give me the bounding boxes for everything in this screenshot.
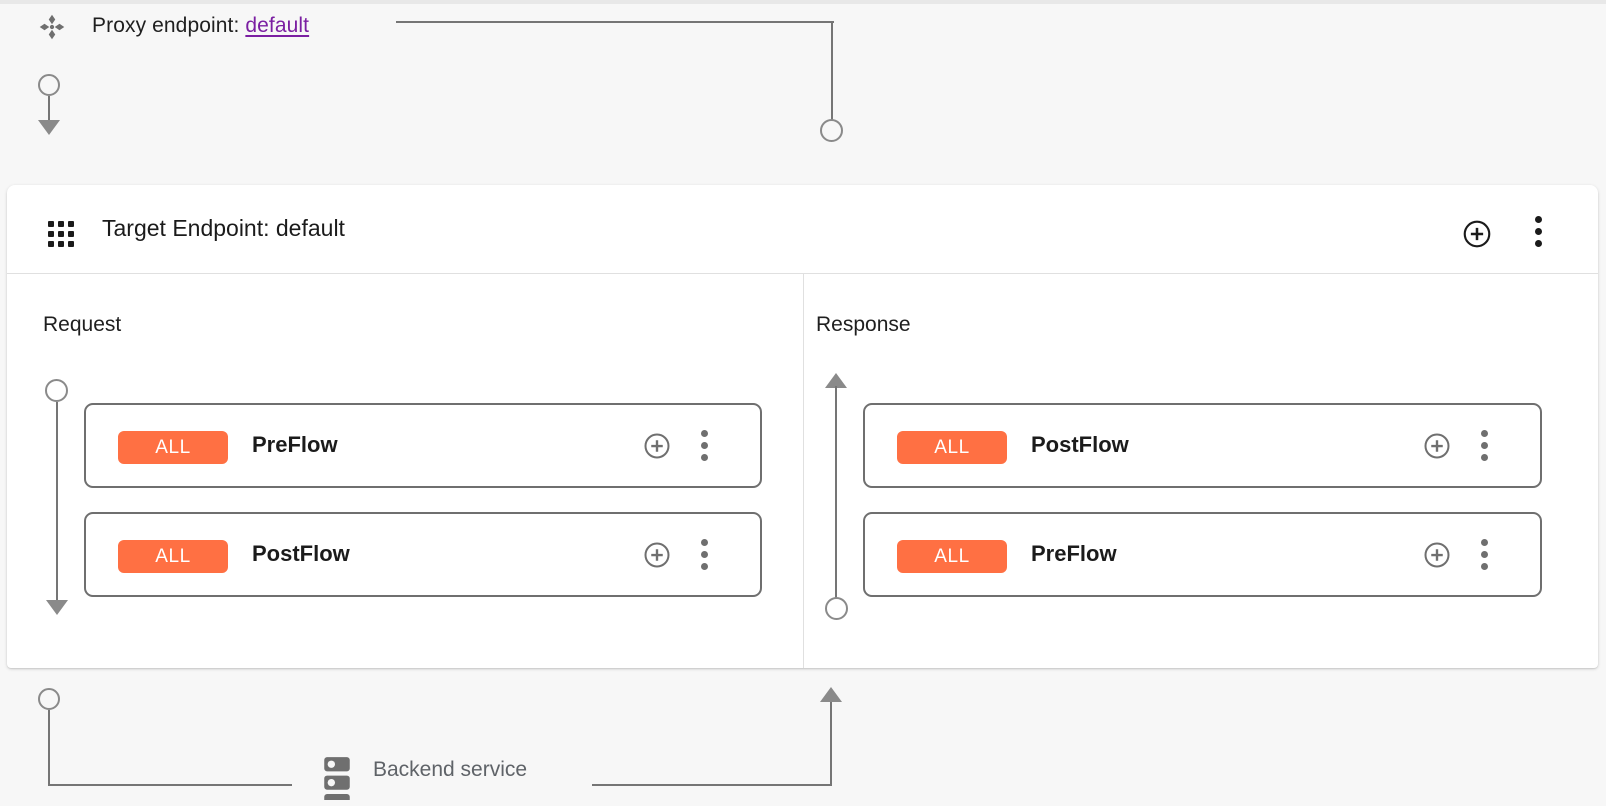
backend-response-horizontal-line	[592, 784, 832, 786]
response-column-title: Response	[816, 313, 911, 336]
columns-divider	[803, 274, 804, 668]
flow-badge: ALL	[118, 431, 228, 464]
backend-response-vertical-line	[830, 700, 832, 785]
plus-circle-icon[interactable]	[642, 431, 672, 461]
flow-badge: ALL	[897, 431, 1007, 464]
top-divider-strip	[0, 0, 1606, 4]
backend-request-vertical-line	[48, 710, 50, 786]
more-vert-icon[interactable]	[694, 539, 716, 573]
plus-circle-icon[interactable]	[1422, 431, 1452, 461]
flow-card-request-preflow[interactable]: ALL PreFlow	[84, 403, 762, 488]
page-title: Target Endpoint: default	[102, 215, 345, 241]
flow-card-response-preflow[interactable]: ALL PreFlow	[863, 512, 1542, 597]
flow-card-request-postflow[interactable]: ALL PostFlow	[84, 512, 762, 597]
request-column-title: Request	[43, 313, 122, 336]
flow-badge: ALL	[897, 540, 1007, 573]
flow-name: PostFlow	[1031, 432, 1129, 457]
proxy-to-target-horizontal-line	[396, 21, 834, 23]
more-vert-icon[interactable]	[694, 430, 716, 464]
api-proxy-diamond-icon	[37, 12, 67, 42]
response-rail-line	[835, 386, 837, 598]
plus-circle-icon[interactable]	[1461, 218, 1493, 250]
backend-request-horizontal-line	[48, 784, 292, 786]
plus-circle-icon[interactable]	[1422, 540, 1452, 570]
request-rail-arrow-down	[46, 600, 68, 615]
proxy-request-arrow-down	[38, 120, 60, 135]
target-endpoint-header: Target Endpoint: default	[7, 185, 1598, 274]
proxy-endpoint-label: Proxy endpoint: default	[92, 14, 309, 38]
more-vert-icon[interactable]	[1474, 430, 1496, 464]
proxy-request-connector-line	[48, 96, 50, 124]
server-stack-icon	[320, 754, 354, 806]
proxy-endpoint-label-text: Proxy endpoint:	[92, 14, 246, 37]
request-rail-line	[56, 402, 58, 604]
response-rail-arrow-up	[825, 373, 847, 388]
proxy-to-target-vertical-line	[831, 21, 833, 121]
proxy-request-out-node	[38, 74, 60, 96]
flow-name: PostFlow	[252, 541, 350, 566]
grid-apps-icon	[48, 221, 74, 247]
target-to-backend-out-node	[38, 688, 60, 710]
more-vert-icon[interactable]	[1474, 539, 1496, 573]
flow-name: PreFlow	[252, 432, 338, 457]
proxy-endpoint-link[interactable]: default	[245, 14, 310, 37]
flow-name: PreFlow	[1031, 541, 1117, 566]
response-rail-end-node	[825, 597, 848, 620]
request-rail-start-node	[45, 379, 68, 402]
backend-response-arrow-up	[820, 687, 842, 702]
flow-card-response-postflow[interactable]: ALL PostFlow	[863, 403, 1542, 488]
backend-service-label: Backend service	[373, 758, 528, 781]
target-endpoint-panel: Target Endpoint: default Request ALL Pre…	[7, 185, 1598, 668]
plus-circle-icon[interactable]	[642, 540, 672, 570]
target-request-in-node	[820, 119, 843, 142]
more-vert-icon[interactable]	[1527, 216, 1551, 252]
proxy-endpoint-row: Proxy endpoint: default	[0, 4, 1606, 46]
flow-badge: ALL	[118, 540, 228, 573]
